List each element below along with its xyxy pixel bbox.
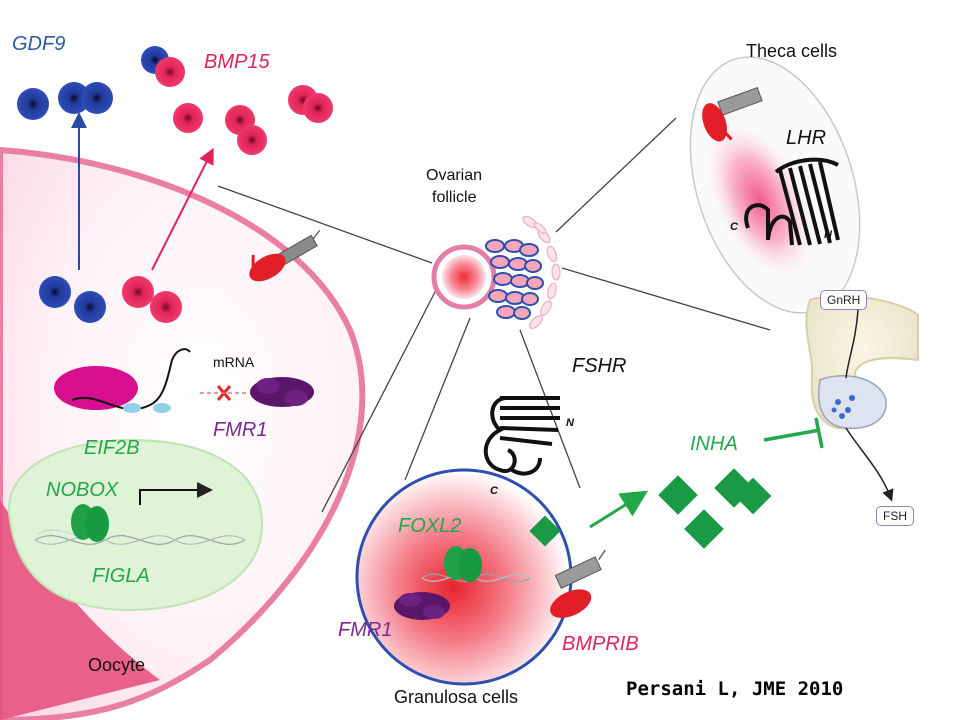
eif2b-label: EIF2B: [84, 437, 140, 459]
figla-label: FIGLA: [92, 565, 150, 587]
theca-receptor-icon: [702, 86, 763, 142]
ovarian-follicle-label-line2: follicle: [432, 189, 477, 206]
inhibition-bar-icon: [763, 417, 824, 449]
secretion-arrows: [71, 112, 214, 271]
ovarian-follicle-label-line1: Ovarian: [426, 167, 483, 184]
fmr1-protein-icon: [250, 377, 314, 407]
fsh-box: FSH: [876, 506, 914, 526]
bmp-receptor-icon: [249, 229, 321, 282]
citation: Persani L, JME 2010: [626, 678, 844, 700]
inha-label: INHA: [690, 433, 738, 455]
lhr-label: LHR: [786, 127, 827, 149]
ovarian-follicle-icon: [431, 215, 561, 329]
mrna-label: mRNA: [213, 354, 255, 370]
pituitary-gland: [805, 294, 919, 502]
fmr1-granulosa-label: FMR1: [338, 619, 393, 641]
bmprib-label: BMPRIB: [562, 633, 639, 655]
lhr-receptor-icon: [744, 157, 840, 246]
lhr-c-terminus: C: [730, 221, 738, 233]
bmp15-molecules: [122, 57, 333, 323]
bmp15-label: BMP15: [204, 51, 270, 73]
granulosa-cells-label: Granulosa cells: [394, 687, 519, 707]
fshr-c-terminus: C: [490, 485, 498, 497]
inha-secretion-arrow: [589, 490, 649, 529]
fshr-label: FSHR: [572, 355, 627, 377]
foxl2-protein-icon: [444, 546, 482, 582]
block-x-icon: [200, 385, 248, 401]
gdf9-molecules: [17, 46, 169, 323]
fmr1-oocyte-label: FMR1: [213, 419, 268, 441]
theca-cell: [689, 56, 861, 314]
gnrh-box: GnRH: [820, 290, 868, 310]
fshr-receptor-icon: [483, 396, 560, 476]
gdf9-label: GDF9: [12, 33, 66, 55]
eif2b-protein-icon: [54, 366, 138, 410]
nobox-label: NOBOX: [46, 479, 119, 501]
fshr-n-terminus: N: [566, 417, 574, 429]
foxl2-label: FOXL2: [398, 515, 462, 537]
bmprib-receptor-icon: [550, 549, 606, 618]
inha-molecules: [658, 468, 772, 549]
fmr1-granulosa-protein-icon: [394, 592, 450, 620]
ribosome-icon: [123, 403, 171, 413]
oocyte-cell: [0, 146, 366, 720]
lhr-n-terminus: N: [824, 229, 832, 241]
mrna-strand-icon: [71, 348, 191, 411]
nobox-protein-icon: [71, 504, 109, 542]
promoter-arrow-icon: [139, 482, 213, 505]
theca-cells-label: Theca cells: [746, 41, 838, 61]
oocyte-label: Oocyte: [88, 655, 146, 675]
